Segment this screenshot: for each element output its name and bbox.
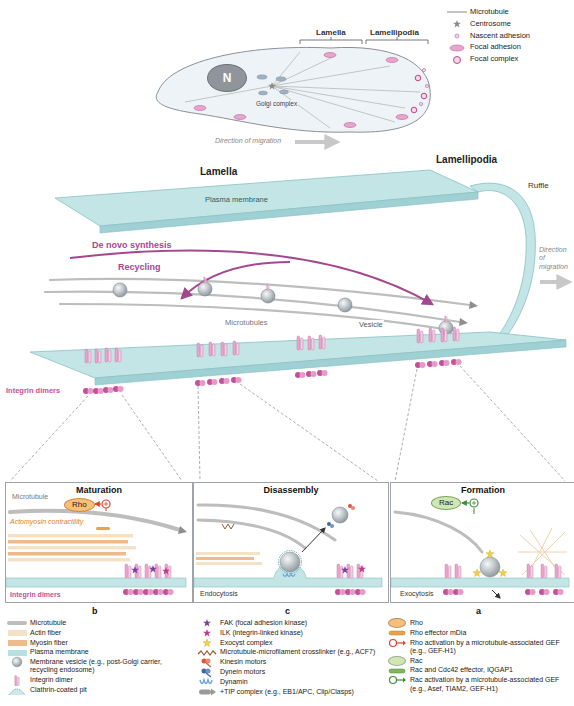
process-label: Exocytosis <box>400 590 433 598</box>
legend-icon <box>446 18 468 30</box>
panel-letter: b <box>92 606 98 617</box>
legend-icon <box>196 666 218 678</box>
legend-swatch <box>8 630 27 636</box>
legend-text: Dynein motors <box>220 668 380 676</box>
legend-icon <box>446 6 468 18</box>
legend-text: Centrosome <box>470 20 570 29</box>
part-label: Integrin dimers <box>10 591 61 599</box>
legend-text: Focal adhesion <box>470 43 570 52</box>
legend-text: +TIP complex (e.g., EB1/APC, Clip/Clasps… <box>220 688 380 696</box>
legend-text: Focal complex <box>470 55 570 64</box>
legend-text: FAK (focal adhesion kinase) <box>220 619 380 627</box>
panel-title: Disassembly <box>194 485 388 496</box>
legend-icon <box>196 617 218 629</box>
legend-text: Myosin fiber <box>30 639 190 647</box>
panel-title: Formation <box>391 485 574 496</box>
region-label: Lamellipodia <box>436 154 497 166</box>
legend-text: Rho effector mDia <box>410 629 570 637</box>
region-label: Lamellipodia <box>370 28 419 38</box>
legend-text: Microtubule <box>470 8 570 17</box>
part-label: Golgi complex <box>255 100 298 108</box>
rac-ellipse: Rac <box>431 496 461 510</box>
legend-icon <box>386 627 408 639</box>
legend-icon <box>6 674 28 686</box>
legend-swatch <box>388 656 406 666</box>
legend-text: Rho <box>410 619 570 627</box>
detail-panel: MaturationRho <box>5 482 193 603</box>
legend-text: Microtubule-microfilament crosslinker (e… <box>220 648 380 656</box>
legend-icon <box>6 617 28 629</box>
process-label: Endocytosis <box>200 590 238 598</box>
pathway-label: De novo synthesis <box>92 240 172 251</box>
detail-panel: FormationRac <box>390 482 574 603</box>
legend-swatch <box>388 618 406 628</box>
direction-label: Direction of migration <box>215 137 281 145</box>
legend-swatch <box>8 640 27 646</box>
panel-letter: c <box>285 606 290 617</box>
legend-swatch <box>8 650 27 656</box>
legend-text: Plasma membrane <box>30 648 190 656</box>
legend-icon <box>446 42 468 54</box>
legend-icon <box>6 656 28 668</box>
legend-icon <box>6 684 28 696</box>
part-label: Integrin dimers <box>6 386 60 395</box>
legend-text: Integrin dimer <box>30 676 190 684</box>
part-label: Microtubules <box>225 318 268 327</box>
legend-icon <box>196 656 218 668</box>
legend-icon <box>196 647 218 659</box>
legend-icon <box>446 54 468 66</box>
part-label: Ruffle <box>528 181 549 191</box>
legend-text: Nascent adhesion <box>470 32 570 41</box>
legend-text: Dynamin <box>220 678 380 686</box>
legend-icon <box>196 686 218 698</box>
legend-text: Exocyst complex <box>220 639 380 647</box>
legend-icon <box>196 637 218 649</box>
region-label: Lamella <box>316 28 346 38</box>
legend-text: Clathrin-coated pit <box>30 686 190 694</box>
legend-text: Kinesin motors <box>220 658 380 666</box>
legend-icon <box>386 674 408 686</box>
legend-icon <box>196 627 218 639</box>
legend-text: Rac and Cdc42 effector, IQGAP1 <box>410 666 570 674</box>
rho-ellipse: Rho <box>64 498 95 512</box>
legend-text: Membrane vesicle (e.g., post-Golgi carri… <box>30 658 190 675</box>
part-label: Microtubule <box>12 493 48 501</box>
pathway-label: Recycling <box>118 262 161 273</box>
legend-icon <box>386 637 408 649</box>
node-label: Rac <box>439 498 453 508</box>
node-label: Rho <box>72 500 87 510</box>
legend-text: ILK (integrin-linked kinase) <box>220 629 380 637</box>
nucleus: N <box>207 64 247 92</box>
part-label: Vesicle <box>358 320 384 329</box>
legend-text: Actin fiber <box>30 629 190 637</box>
legend-text: Microtubule <box>30 619 190 627</box>
panel-letter: a <box>476 606 481 617</box>
process-label: Actomyosin contractility <box>10 518 83 526</box>
node-label: N <box>223 71 232 85</box>
region-label: Lamella <box>200 166 237 178</box>
legend-text: Rho activation by a microtubule-associat… <box>410 639 570 656</box>
legend-icon <box>446 30 468 42</box>
part-label: Plasma membrane <box>205 195 268 204</box>
legend-text: Rac <box>410 657 570 665</box>
direction-label: Direction of migration <box>539 246 572 271</box>
detail-panel: Disassembly <box>193 482 389 603</box>
legend-icon <box>196 676 218 688</box>
legend-icon <box>386 665 408 677</box>
legend-text: Rac activation by a microtubule-associat… <box>410 676 570 693</box>
